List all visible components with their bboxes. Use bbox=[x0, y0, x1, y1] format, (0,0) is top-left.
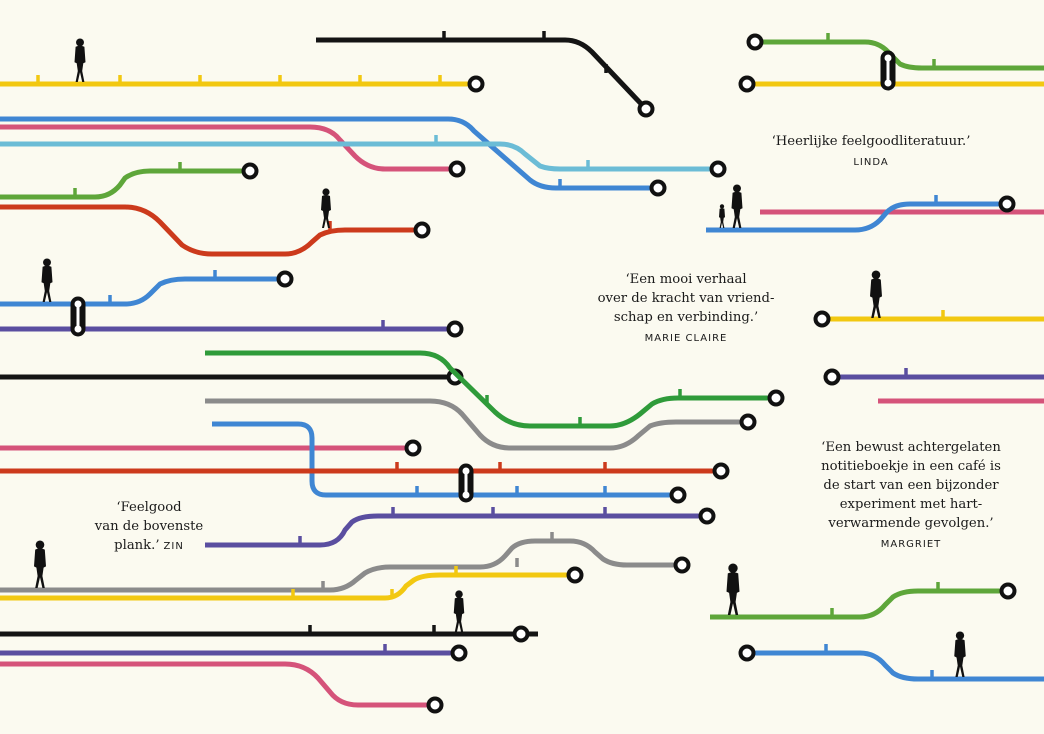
standing-person-icon bbox=[954, 631, 966, 677]
metro-line bbox=[0, 116, 658, 191]
interchange-dot bbox=[74, 325, 82, 333]
metro-line bbox=[205, 513, 707, 548]
standing-person-icon bbox=[731, 184, 743, 228]
quote-linda: ‘Heerlijke feelgoodliteratuur.’ LINDA bbox=[758, 132, 984, 172]
metro-line bbox=[205, 398, 748, 451]
terminus-marker bbox=[241, 162, 259, 180]
quote-zin: ‘Feelgood van de bovenste plank.’ZIN bbox=[64, 498, 234, 556]
terminus-marker bbox=[673, 556, 691, 574]
terminus-marker bbox=[669, 486, 687, 504]
metro-line bbox=[710, 588, 1008, 620]
terminus-marker bbox=[426, 696, 444, 714]
terminus-marker bbox=[813, 310, 831, 328]
quote-margriet: ‘Een bewust achtergelaten notitieboekje … bbox=[786, 438, 1036, 554]
interchange-link bbox=[886, 61, 890, 80]
quote-source: LINDA bbox=[853, 157, 889, 168]
quote-text: ‘Een bewust achtergelaten notitieboekje … bbox=[821, 440, 1001, 531]
terminus-marker bbox=[999, 582, 1017, 600]
interchange-link bbox=[464, 474, 468, 492]
terminus-marker bbox=[712, 462, 730, 480]
walking-person-icon bbox=[74, 38, 86, 82]
person-with-bag-icon bbox=[321, 188, 331, 228]
terminus-marker bbox=[512, 625, 530, 643]
metro-line bbox=[706, 201, 1007, 233]
terminus-marker bbox=[566, 566, 584, 584]
quote-text-line: van de bovenste bbox=[94, 519, 204, 534]
interchange-dot bbox=[462, 467, 470, 475]
metro-line bbox=[0, 276, 285, 307]
terminus-marker bbox=[709, 160, 727, 178]
metro-line bbox=[0, 204, 422, 257]
terminus-marker bbox=[404, 439, 422, 457]
quote-text: ‘Heerlijke feelgoodliteratuur.’ bbox=[771, 134, 971, 149]
metro-line bbox=[0, 124, 457, 172]
terminus-marker bbox=[637, 100, 655, 118]
metro-line bbox=[0, 538, 682, 593]
interchange-dot bbox=[74, 300, 82, 308]
metro-line bbox=[0, 168, 250, 200]
walking-person-icon bbox=[726, 563, 740, 615]
terminus-marker bbox=[450, 644, 468, 662]
quote-source: MARGRIET bbox=[880, 539, 942, 550]
quote-text-line: ‘Feelgood bbox=[116, 500, 182, 515]
quote-source: MARIE CLAIRE bbox=[644, 333, 728, 344]
terminus-marker bbox=[823, 368, 841, 386]
walking-person-icon bbox=[41, 258, 53, 302]
quote-marie-claire: ‘Een mooi verhaal over de kracht van vri… bbox=[566, 270, 806, 348]
terminus-marker bbox=[448, 160, 466, 178]
terminus-marker bbox=[649, 179, 667, 197]
terminus-marker bbox=[413, 221, 431, 239]
quote-text-line: plank.’ bbox=[114, 538, 160, 553]
terminus-marker bbox=[446, 320, 464, 338]
terminus-marker bbox=[698, 507, 716, 525]
interchange-link bbox=[76, 307, 80, 326]
metro-line bbox=[316, 37, 648, 111]
metro-line bbox=[205, 350, 776, 429]
interchange-dot bbox=[884, 79, 892, 87]
quote-source: ZIN bbox=[163, 541, 184, 552]
child-icon bbox=[719, 204, 725, 228]
terminus-marker bbox=[276, 270, 294, 288]
terminus-marker bbox=[738, 644, 756, 662]
terminus-marker bbox=[738, 75, 756, 93]
metro-line bbox=[0, 572, 575, 601]
terminus-marker bbox=[767, 389, 785, 407]
terminus-marker bbox=[739, 413, 757, 431]
interchange-dot bbox=[884, 54, 892, 62]
walking-person-icon bbox=[453, 590, 465, 632]
metro-line bbox=[0, 661, 435, 708]
standing-person-icon bbox=[870, 270, 882, 318]
walking-person-icon bbox=[34, 540, 46, 588]
metro-line bbox=[755, 39, 1044, 71]
interchange-dot bbox=[462, 491, 470, 499]
metro-line bbox=[0, 141, 718, 172]
terminus-marker bbox=[746, 33, 764, 51]
terminus-marker bbox=[467, 75, 485, 93]
metro-line bbox=[747, 650, 1044, 682]
metro-line bbox=[212, 421, 678, 498]
quote-text: ‘Een mooi verhaal over de kracht van vri… bbox=[597, 272, 775, 325]
terminus-marker bbox=[998, 195, 1016, 213]
